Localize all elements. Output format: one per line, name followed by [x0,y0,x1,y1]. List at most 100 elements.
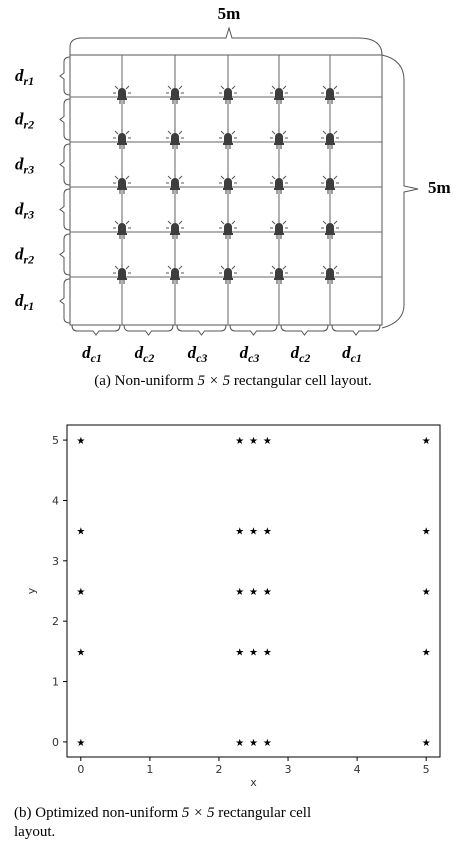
led-light-icon [113,84,131,104]
led-light-icon [270,219,288,239]
x-tick-label: 5 [423,763,430,776]
row-label-subscript: r2 [24,118,35,132]
caption-a-math: 5 × 5 [197,373,231,389]
y-axis-label: y [25,587,38,594]
caption-b-line2: layout. [14,824,56,840]
column-label: dc1 [342,343,362,365]
top-dimension-label: 5m [218,4,241,23]
star-marker: ★ [249,436,258,447]
led-light-icon [321,84,339,104]
x-tick-label: 4 [354,763,361,776]
row-braces [59,56,71,324]
column-label-subscript: c1 [91,351,102,365]
plot-area [66,424,441,758]
led-light-icon [219,129,237,149]
row-label: dr3 [15,200,34,222]
star-marker: ★ [422,527,431,538]
led-light-icon [166,129,184,149]
star-marker: ★ [235,647,244,658]
star-marker: ★ [235,587,244,598]
led-light-icon [270,84,288,104]
led-light-icon [113,264,131,284]
y-tick-label: 4 [52,494,59,507]
row-label: dr1 [15,291,34,313]
star-marker: ★ [76,738,85,749]
row-brace [59,188,71,231]
star-marker: ★ [249,527,258,538]
column-label: dc2 [135,343,155,365]
row-brace [59,56,71,96]
star-marker: ★ [263,527,272,538]
led-light-icon [270,174,288,194]
column-brace [229,324,278,336]
row-label: dr2 [15,110,34,132]
column-label: dc3 [240,343,260,365]
led-light-icon [166,174,184,194]
star-marker: ★ [76,436,85,447]
led-light-icon [166,219,184,239]
star-marker: ★ [249,647,258,658]
led-light-icon [166,84,184,104]
column-label: dc3 [188,343,208,365]
star-marker: ★ [76,647,85,658]
led-light-icon [113,129,131,149]
star-marker: ★ [263,436,272,447]
column-brace [176,324,227,336]
star-marker: ★ [422,738,431,749]
y-tick-label: 0 [52,736,59,749]
row-label-subscript: r1 [24,74,35,88]
column-label-subscript: c3 [248,351,259,365]
row-label: dr1 [15,66,34,88]
star-marker: ★ [263,738,272,749]
star-marker: ★ [263,587,272,598]
column-brace [280,324,329,336]
data-points: ★★★★★★★★★★★★★★★★★★★★★★★★★ [76,436,430,749]
x-tick-label: 1 [146,763,153,776]
caption-a-suffix: rectangular cell layout. [233,373,372,389]
led-light-icon [219,264,237,284]
led-light-icon [219,84,237,104]
star-marker: ★ [249,587,258,598]
x-tick-label: 2 [215,763,222,776]
star-marker: ★ [249,738,258,749]
x-tick-label: 3 [285,763,292,776]
row-brace [59,278,71,324]
row-label-subscript: r3 [24,163,35,177]
column-brace [71,324,121,336]
caption-b-prefix: (b) Optimized non-uniform [14,805,179,821]
star-marker: ★ [235,527,244,538]
column-label-subscript: c2 [143,351,154,365]
row-label: dr2 [15,245,34,267]
row-brace [59,98,71,141]
row-brace [59,143,71,186]
led-light-icon [321,129,339,149]
column-label-subscript: c2 [299,351,310,365]
caption-b: (b) Optimized non-uniform 5 × 5 rectangu… [14,804,459,842]
led-light-icon [321,264,339,284]
star-marker: ★ [76,527,85,538]
row-label-subscript: r1 [24,299,35,313]
star-marker: ★ [422,587,431,598]
led-light-icon [113,174,131,194]
led-light-icon [321,219,339,239]
caption-a-prefix: (a) Non-uniform [94,373,194,389]
led-light-icon [113,219,131,239]
led-light-icon [219,219,237,239]
caption-b-math: 5 × 5 [181,805,215,821]
column-label-subscript: c1 [351,351,362,365]
column-braces [71,324,381,336]
column-label-subscript: c3 [196,351,207,365]
led-light-icon [166,264,184,284]
star-marker: ★ [76,587,85,598]
x-tick-label: 0 [77,763,84,776]
row-label-subscript: r2 [24,253,35,267]
column-brace [331,324,381,336]
caption-a: (a) Non-uniform 5 × 5 rectangular cell l… [0,372,466,391]
star-marker: ★ [263,647,272,658]
star-marker: ★ [235,436,244,447]
